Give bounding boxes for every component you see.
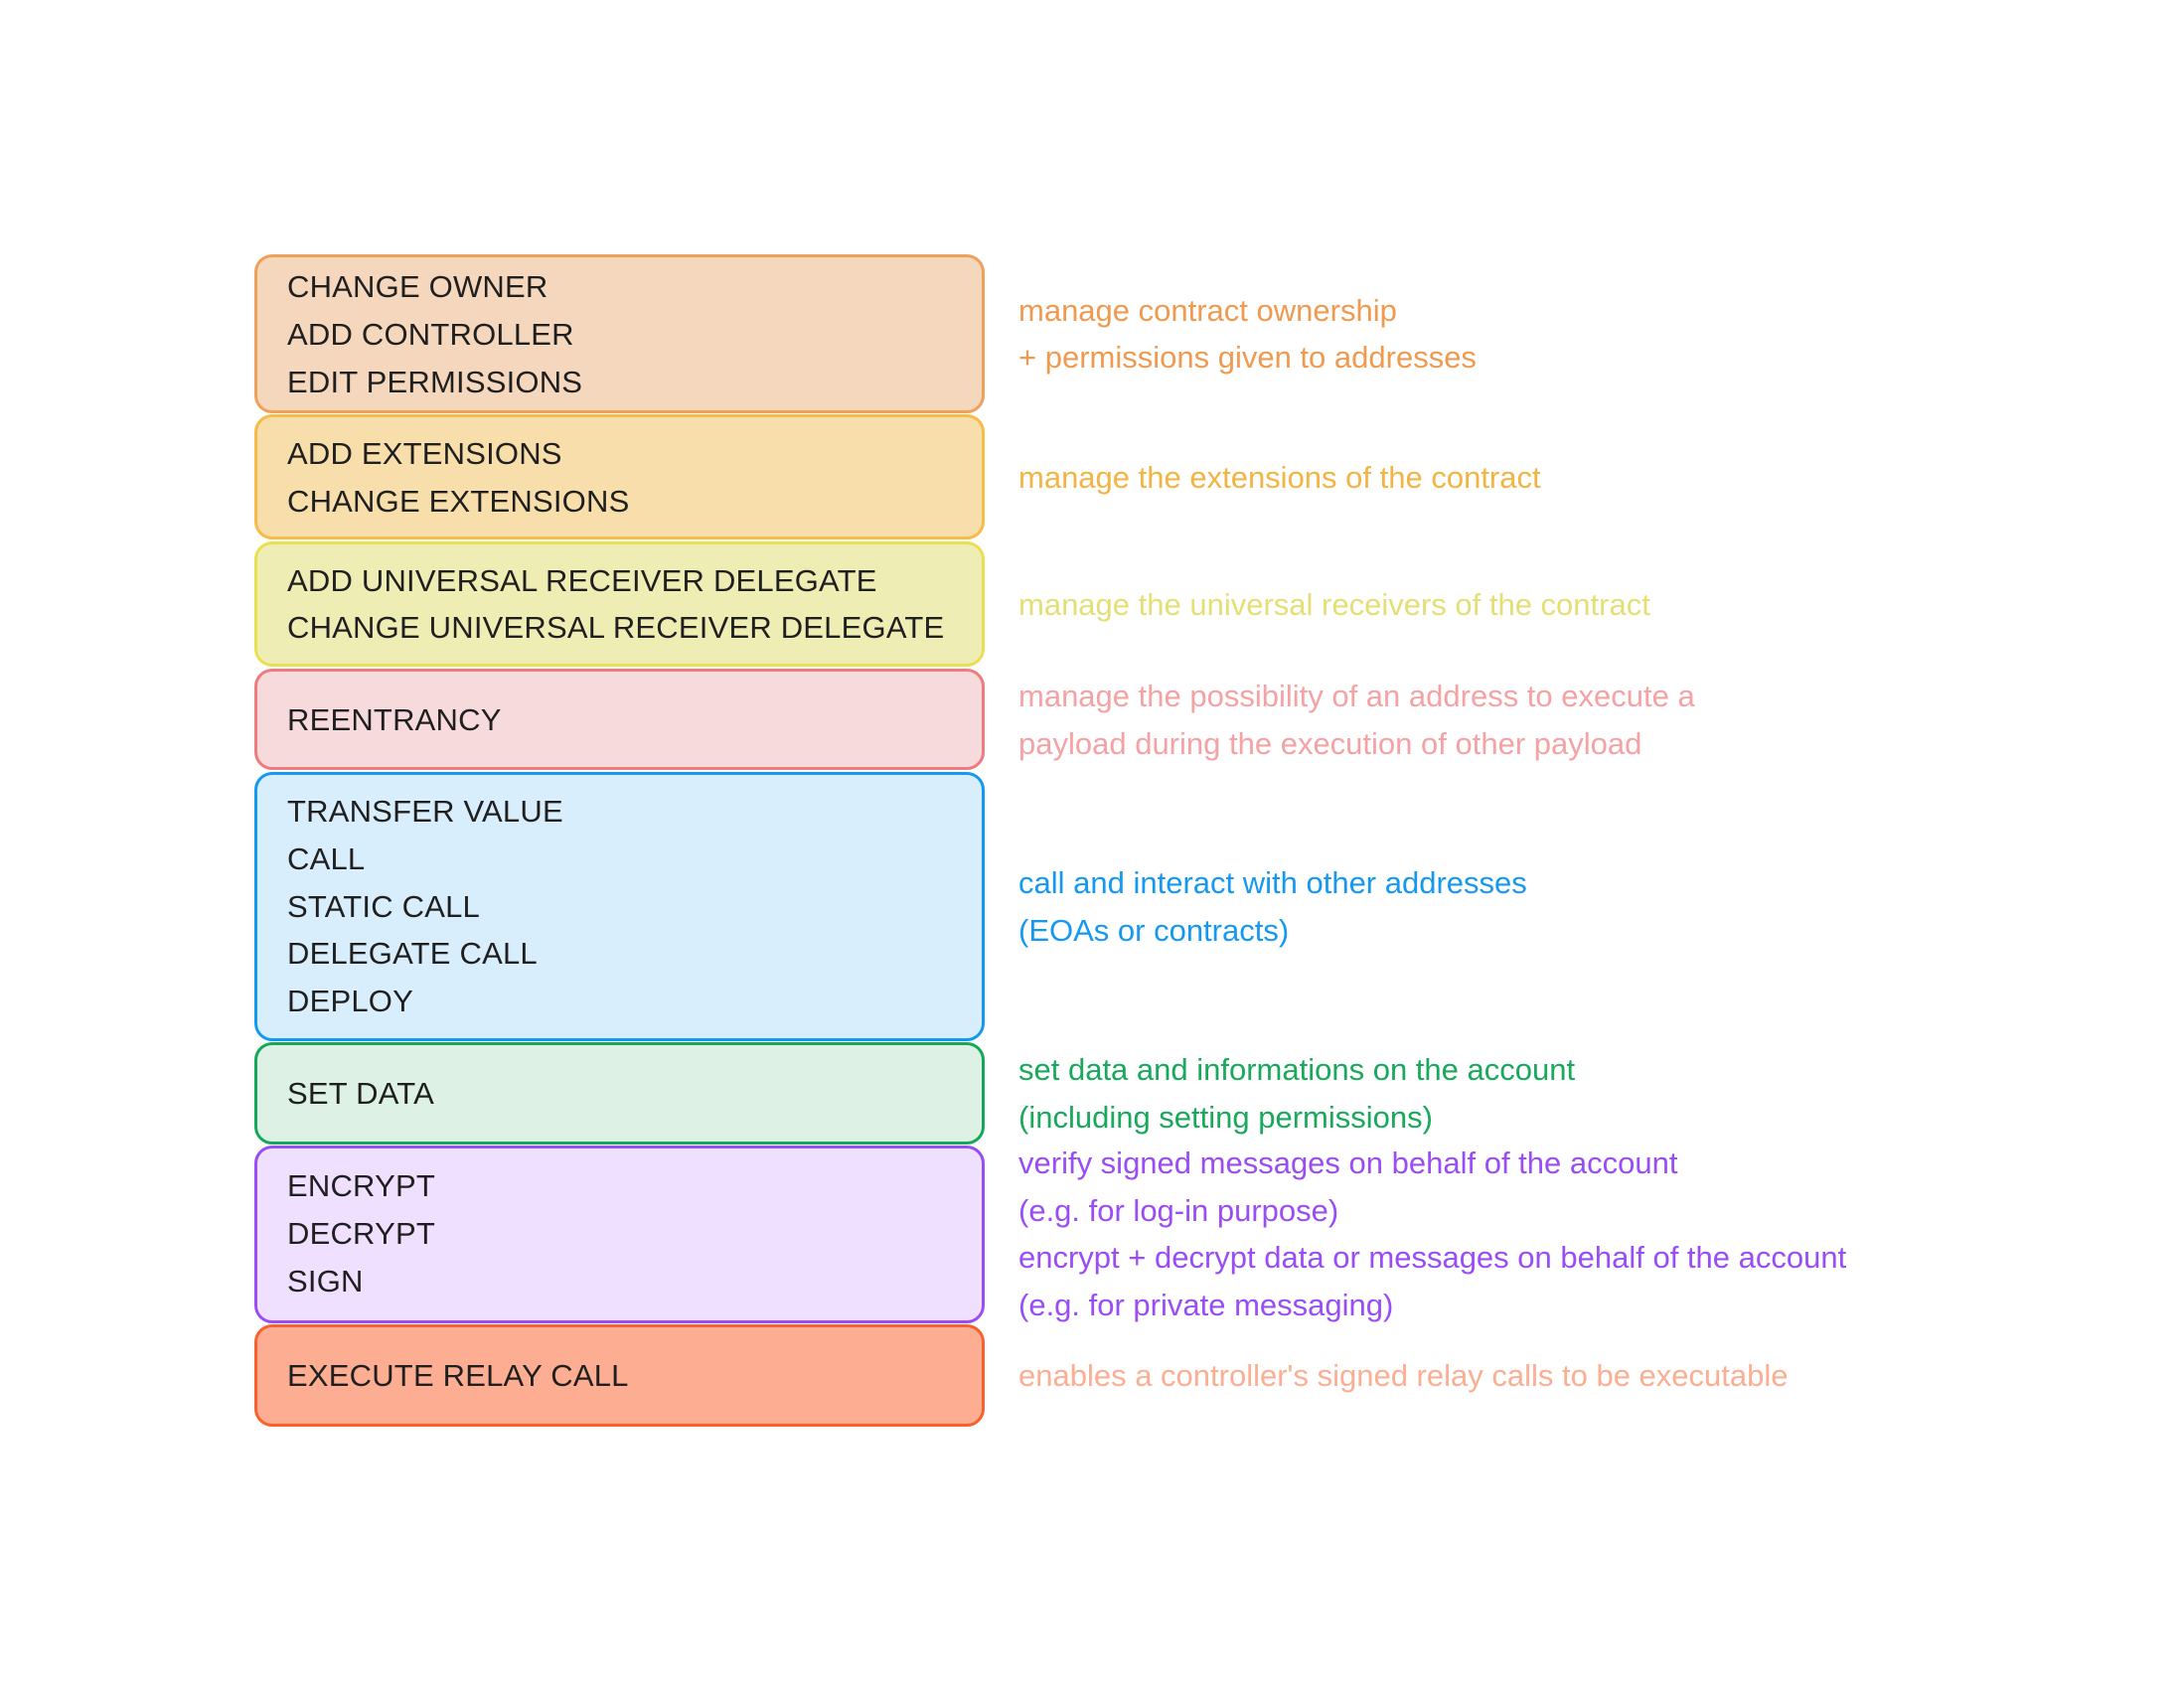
group-description: call and interact with other addresses — [1018, 865, 1527, 900]
group-description: encrypt + decrypt data or messages on be… — [1018, 1240, 1847, 1275]
permission-group-crypto — [254, 1146, 985, 1323]
group-description: manage the universal receivers of the co… — [1018, 587, 1650, 622]
permission-group-ownership — [254, 254, 985, 413]
permission-group-calls — [254, 772, 985, 1041]
permission-group-universal-receiver — [254, 541, 985, 667]
permission-label: ADD EXTENSIONS — [287, 436, 562, 471]
group-description: set data and informations on the account — [1018, 1052, 1576, 1087]
permission-label: ENCRYPT — [287, 1168, 435, 1203]
group-description: manage the extensions of the contract — [1018, 460, 1541, 495]
group-description: (e.g. for log-in purpose) — [1018, 1193, 1339, 1228]
permission-label: EXECUTE RELAY CALL — [287, 1358, 629, 1393]
permission-label: TRANSFER VALUE — [287, 794, 563, 829]
permission-label: STATIC CALL — [287, 889, 480, 924]
group-description: manage contract ownership — [1018, 293, 1397, 328]
permission-group-extensions — [254, 414, 985, 539]
permission-label: CALL — [287, 841, 366, 876]
permission-label: SET DATA — [287, 1076, 435, 1111]
permission-group-reentrancy — [254, 669, 985, 770]
permission-label: EDIT PERMISSIONS — [287, 365, 583, 399]
group-description: manage the possibility of an address to … — [1018, 679, 1695, 713]
permission-label: ADD UNIVERSAL RECEIVER DELEGATE — [287, 563, 877, 598]
permission-label: ADD CONTROLLER — [287, 317, 574, 352]
permission-group-set-data — [254, 1042, 985, 1145]
permission-group-relay — [254, 1324, 985, 1427]
permission-label: CHANGE UNIVERSAL RECEIVER DELEGATE — [287, 610, 945, 645]
group-description: + permissions given to addresses — [1018, 340, 1477, 375]
permission-label: DEPLOY — [287, 984, 413, 1018]
permission-label: DELEGATE CALL — [287, 936, 538, 971]
permission-label: CHANGE OWNER — [287, 269, 548, 304]
group-description: (e.g. for private messaging) — [1018, 1288, 1394, 1322]
group-description: payload during the execution of other pa… — [1018, 726, 1642, 761]
group-description: enables a controller's signed relay call… — [1018, 1358, 1789, 1393]
permission-label: REENTRANCY — [287, 702, 502, 737]
permission-label: CHANGE EXTENSIONS — [287, 484, 630, 519]
group-description: verify signed messages on behalf of the … — [1018, 1146, 1678, 1180]
group-description: (including setting permissions) — [1018, 1100, 1433, 1135]
group-description: (EOAs or contracts) — [1018, 913, 1290, 948]
permission-label: SIGN — [287, 1264, 364, 1299]
permission-label: DECRYPT — [287, 1216, 435, 1251]
